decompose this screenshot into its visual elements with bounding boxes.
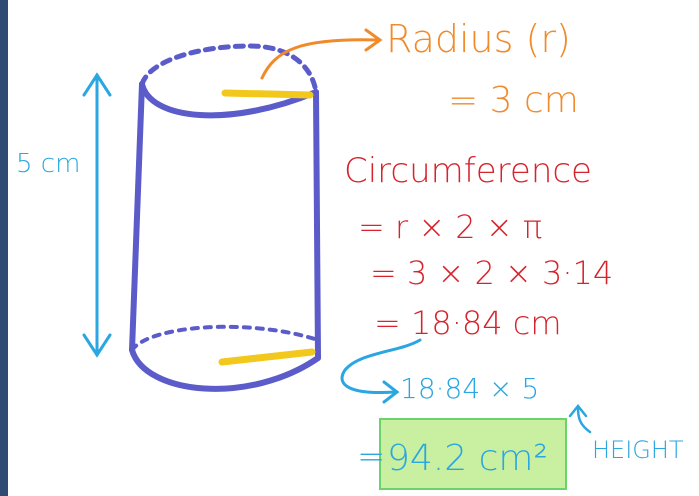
radius-pointer-arrow [260, 28, 383, 80]
cylinder-bottom-front [129, 347, 321, 392]
height-pointer-arrow [568, 403, 592, 434]
cylinder-bottom-back [130, 324, 320, 352]
height-label: 5 cm [16, 149, 80, 179]
height-note: HEIGHT [592, 436, 684, 464]
result-highlight-box [379, 418, 567, 490]
cylinder-top-front [139, 81, 319, 119]
product-pointer-arrow [340, 338, 422, 404]
radius-line-top [221, 89, 314, 99]
circumference-line-3: = 18·84 cm [374, 304, 562, 342]
cylinder-right-side [313, 89, 321, 361]
circumference-line-2: = 3 × 2 × 3·14 [370, 254, 613, 292]
radius-value: = 3 cm [448, 80, 579, 121]
product-expression: 18·84 × 5 [400, 372, 539, 405]
cylinder-shape [129, 43, 321, 392]
cylinder-top-back [139, 43, 319, 95]
frame-border [0, 0, 8, 496]
circumference-line-1: = r × 2 × π [358, 208, 542, 246]
result-equals: = [357, 437, 386, 477]
height-arrow [82, 72, 112, 358]
result-value: 94.2 cm² [387, 438, 548, 479]
radius-line-bottom [218, 348, 316, 366]
cylinder-left-side [129, 81, 145, 353]
radius-label: Radius (r) [386, 17, 571, 61]
circumference-title: Circumference [344, 151, 592, 191]
